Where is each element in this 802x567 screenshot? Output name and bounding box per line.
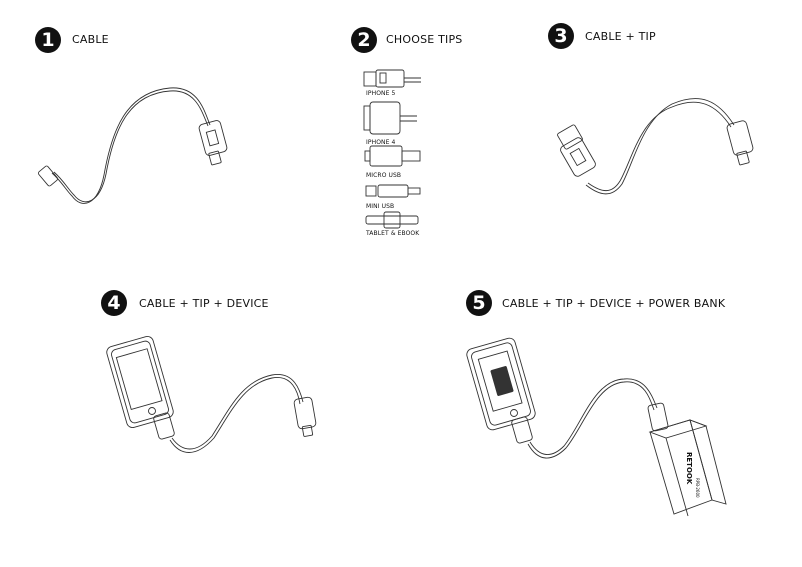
step-4-badge: 4 (101, 290, 127, 316)
cable-illustration-5 (511, 378, 669, 459)
power-bank-model: RPB-2600 (695, 478, 700, 498)
tip-iphone4-icon (363, 101, 417, 135)
step-5-title: CABLE + TIP + DEVICE + POWER BANK (502, 297, 726, 310)
tip-label-iphone5: IPHONE 5 (366, 90, 396, 97)
cable-illustration-3 (557, 98, 754, 195)
phone-illustration-5 (466, 337, 536, 431)
step-1-badge: 1 (35, 27, 61, 53)
tip-mini-usb-icon (365, 184, 421, 198)
cable-illustration-4 (153, 374, 317, 453)
tip-micro-usb-icon (364, 145, 421, 167)
step-2-title: CHOOSE TIPS (386, 33, 463, 46)
cable-illustration-1 (37, 87, 228, 204)
tip-label-micro-usb: MICRO USB (366, 172, 402, 179)
power-bank-illustration (648, 419, 727, 517)
tip-tablet-ebook-icon (365, 211, 419, 229)
phone-illustration-4 (106, 335, 174, 429)
tip-iphone5-icon (363, 69, 421, 88)
step-4-title: CABLE + TIP + DEVICE (139, 297, 269, 310)
power-bank-brand: RETOOK (685, 452, 693, 485)
step-5-badge: 5 (466, 290, 492, 316)
step-2-badge: 2 (351, 27, 377, 53)
step-3-badge: 3 (548, 23, 574, 49)
tip-label-mini-usb: MINI USB (366, 203, 395, 210)
tip-label-tablet-ebook: TABLET & EBOOK (366, 230, 420, 237)
tip-label-iphone4: IPHONE 4 (366, 139, 396, 146)
step-1-title: CABLE (72, 33, 109, 46)
step-3-title: CABLE + TIP (585, 30, 656, 43)
